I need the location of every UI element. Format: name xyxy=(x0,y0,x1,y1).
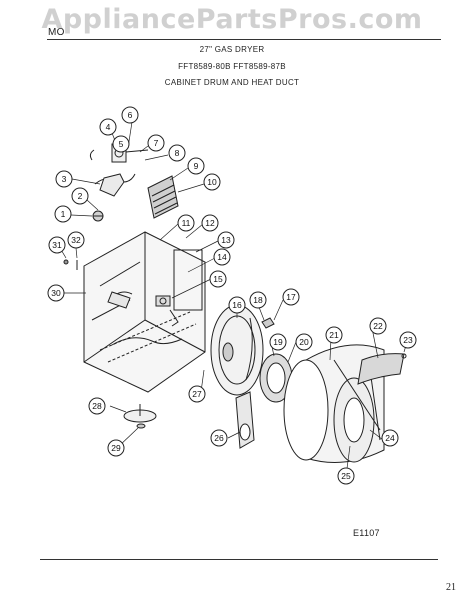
svg-text:5: 5 xyxy=(119,139,124,149)
svg-text:22: 22 xyxy=(373,321,383,331)
svg-text:19: 19 xyxy=(273,337,283,347)
model-text: 27" GAS DRYER xyxy=(199,45,265,54)
callout-19: 19 xyxy=(269,333,287,351)
svg-text:25: 25 xyxy=(341,471,351,481)
svg-text:6: 6 xyxy=(128,110,133,120)
callout-10: 10 xyxy=(203,173,221,191)
callout-14: 14 xyxy=(213,248,231,266)
top-bracket-assembly xyxy=(89,143,149,197)
callout-5: 5 xyxy=(112,135,130,153)
callout-32: 32 xyxy=(67,231,85,249)
callout-17: 17 xyxy=(282,288,300,306)
callout-6: 6 xyxy=(121,106,139,124)
callout-15: 15 xyxy=(209,270,227,288)
section-title: CABINET DRUM AND HEAT DUCT xyxy=(164,78,300,87)
cabinet-body xyxy=(83,231,206,393)
lint-filter-grille xyxy=(147,175,179,219)
svg-text:2: 2 xyxy=(78,191,83,201)
svg-text:3: 3 xyxy=(62,174,67,184)
callout-30: 30 xyxy=(47,284,65,302)
header-top-rule xyxy=(47,39,441,40)
svg-text:1: 1 xyxy=(61,209,66,219)
callout-12: 12 xyxy=(201,214,219,232)
callout-29: 29 xyxy=(107,439,125,457)
callout-8: 8 xyxy=(168,144,186,162)
callout-31: 31 xyxy=(48,236,66,254)
svg-text:24: 24 xyxy=(385,433,395,443)
svg-text:14: 14 xyxy=(217,252,227,262)
callout-2: 2 xyxy=(71,187,89,205)
svg-text:16: 16 xyxy=(232,300,242,310)
seal-ring xyxy=(259,353,293,403)
callout-27: 27 xyxy=(188,385,206,403)
svg-text:31: 31 xyxy=(52,240,62,250)
callout-23: 23 xyxy=(399,331,417,349)
figure-code: E1107 xyxy=(353,528,380,538)
exploded-parts-diagram: 1 2 3 4 5 6 7 8 9 10 11 12 13 14 15 16 1… xyxy=(47,106,417,485)
svg-text:28: 28 xyxy=(92,401,102,411)
svg-text:17: 17 xyxy=(286,292,296,302)
svg-text:20: 20 xyxy=(299,337,309,347)
svg-text:13: 13 xyxy=(221,235,231,245)
callout-16: 16 xyxy=(228,296,246,314)
svg-text:15: 15 xyxy=(213,274,223,284)
heat-duct xyxy=(235,391,255,449)
svg-text:18: 18 xyxy=(253,295,263,305)
svg-text:10: 10 xyxy=(207,177,217,187)
svg-text:27: 27 xyxy=(192,389,202,399)
baffle xyxy=(357,353,405,385)
callout-9: 9 xyxy=(187,157,205,175)
svg-text:7: 7 xyxy=(154,138,159,148)
svg-text:8: 8 xyxy=(175,148,180,158)
callout-22: 22 xyxy=(369,317,387,335)
svg-text:32: 32 xyxy=(71,235,81,245)
svg-text:11: 11 xyxy=(182,218,191,228)
callout-18: 18 xyxy=(249,291,267,309)
svg-text:23: 23 xyxy=(403,335,413,345)
svg-text:26: 26 xyxy=(214,433,224,443)
leveling-foot xyxy=(123,404,157,429)
svg-text:4: 4 xyxy=(106,122,111,132)
svg-text:30: 30 xyxy=(51,288,61,298)
callout-7: 7 xyxy=(147,134,165,152)
svg-text:21: 21 xyxy=(329,330,339,340)
header-left-text: MO xyxy=(48,27,65,38)
callout-3: 3 xyxy=(55,170,73,188)
svg-text:9: 9 xyxy=(194,161,199,171)
footer-rule xyxy=(40,559,438,560)
page-number: 21 xyxy=(446,582,456,593)
callout-13: 13 xyxy=(217,231,235,249)
callout-26: 26 xyxy=(210,429,228,447)
callout-4: 4 xyxy=(99,118,117,136)
watermark: AppliancePartsPros.com xyxy=(41,4,423,35)
callout-1: 1 xyxy=(54,205,72,223)
callout-labels: 1 2 3 4 5 6 7 8 9 10 11 12 13 14 15 16 1… xyxy=(47,106,417,485)
callout-11: 11 xyxy=(177,214,195,232)
model-numbers: FFT8589-80B FFT8589-87B xyxy=(178,62,286,71)
callout-28: 28 xyxy=(88,397,106,415)
svg-text:12: 12 xyxy=(205,218,215,228)
callout-21: 21 xyxy=(325,326,343,344)
callout-24: 24 xyxy=(381,429,399,447)
svg-text:29: 29 xyxy=(111,443,121,453)
callout-25: 25 xyxy=(337,467,355,485)
callout-20: 20 xyxy=(295,333,313,351)
rear-bulkhead xyxy=(210,304,264,396)
